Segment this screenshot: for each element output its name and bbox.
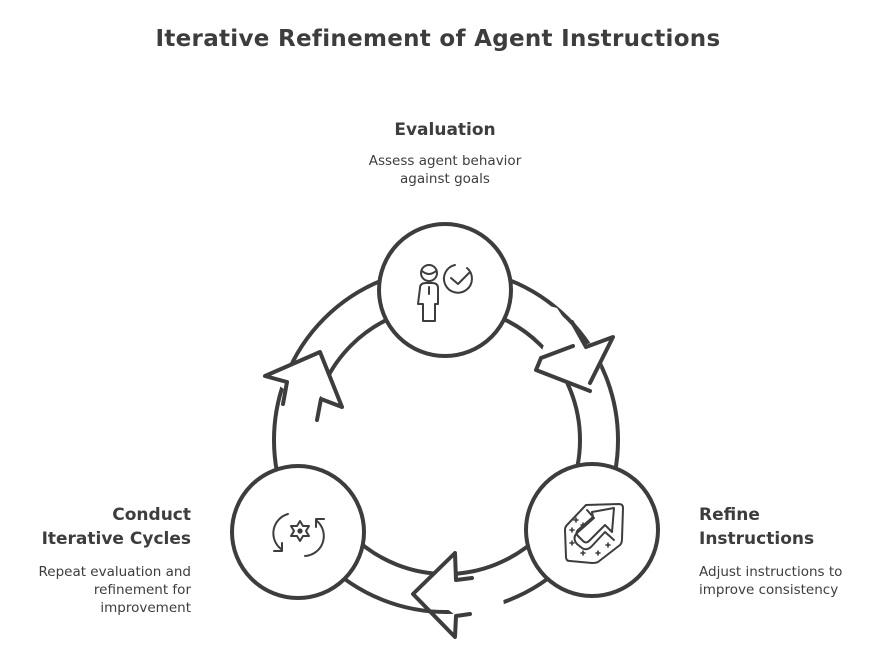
desc-line: Assess agent behavior [368, 153, 522, 169]
node-heading-refine: Refine Instructions [699, 503, 874, 551]
node-description-refine: Adjust instructions to improve consisten… [699, 563, 874, 599]
person-check-icon [417, 264, 473, 322]
diagram-title: Iterative Refinement of Agent Instructio… [155, 26, 721, 52]
arrowhead-refine-to-cycles [411, 551, 474, 639]
node-description-evaluation: Assess agent behavior against goals [330, 152, 560, 188]
node-label-cycles: Conduct Iterative Cycles Repeat evaluati… [10, 503, 191, 617]
node-label-refine: Refine Instructions Adjust instructions … [699, 503, 874, 599]
node-refine[interactable] [524, 462, 660, 598]
upgrade-arrow-icon [564, 503, 624, 564]
desc-line: against goals [400, 171, 490, 187]
node-label-evaluation: Evaluation Assess agent behavior against… [330, 118, 560, 188]
desc-line: improve consistency [699, 582, 839, 598]
node-description-cycles: Repeat evaluation and refinement for imp… [10, 563, 191, 617]
heading-line: Refine [699, 505, 760, 525]
heading-line: Instructions [699, 529, 815, 549]
arrowhead-cycles-to-eval [263, 350, 344, 422]
node-heading-cycles: Conduct Iterative Cycles [10, 503, 191, 551]
desc-line: Repeat evaluation and [38, 564, 191, 580]
heading-line: Conduct [112, 505, 191, 525]
desc-line: refinement for [93, 582, 191, 598]
node-evaluation[interactable] [377, 222, 513, 358]
heading-line: Iterative Cycles [41, 529, 191, 549]
arrowhead-eval-to-refine [534, 320, 615, 393]
node-heading-evaluation: Evaluation [394, 120, 496, 140]
desc-line: improvement [100, 600, 191, 616]
desc-line: Adjust instructions to [699, 564, 843, 580]
gear-cycle-icon [272, 513, 325, 557]
